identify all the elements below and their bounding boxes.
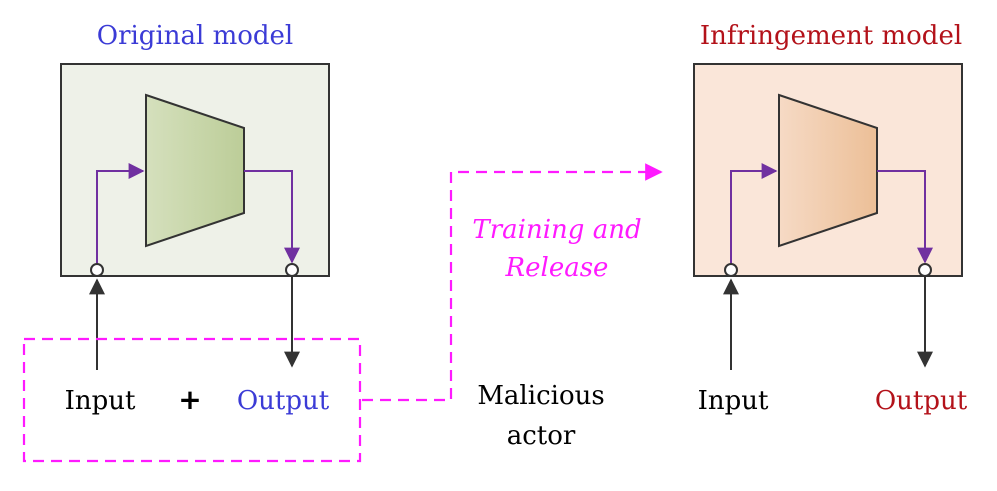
original-output-port (285, 263, 299, 277)
left-input-label: Input (65, 386, 136, 416)
infringement-output-port (918, 263, 932, 277)
infringement-model-title: Infringement model (700, 21, 962, 51)
right-input-label: Input (698, 386, 769, 416)
infringement-input-path (730, 163, 778, 264)
right-output-label: Output (875, 386, 968, 416)
original-output-path (244, 170, 300, 264)
malicious-actor-line2: actor (507, 421, 576, 451)
infringement-network-trapezoid (778, 93, 878, 248)
original-input-port (90, 263, 104, 277)
left-output-label: Output (237, 386, 330, 416)
training-label-line1: Training and (472, 215, 641, 245)
collected-data-box (22, 337, 362, 463)
infringement-model-box (693, 63, 963, 277)
original-network-trapezoid (145, 93, 245, 248)
original-model-box (60, 63, 330, 277)
original-input-path (96, 163, 145, 264)
malicious-actor-line1: Malicious (477, 381, 604, 411)
training-release-path (362, 163, 663, 402)
infringement-output-path (877, 170, 933, 264)
training-label-line2: Release (505, 253, 609, 283)
plus-sign: + (178, 383, 201, 416)
original-model-title: Original model (97, 21, 294, 51)
infringement-input-port (724, 263, 738, 277)
